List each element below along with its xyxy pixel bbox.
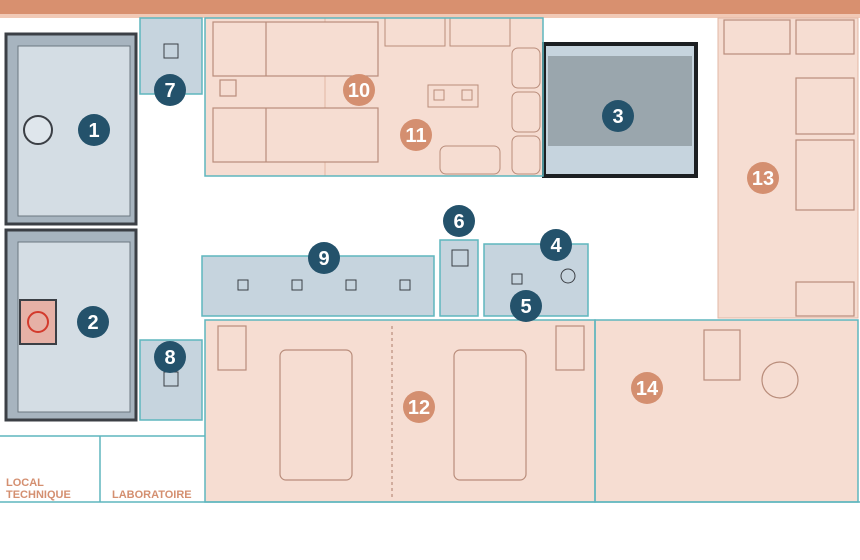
room-marker-circle	[78, 114, 110, 146]
room-marker-number: 9	[318, 248, 329, 270]
room-3-frame	[542, 42, 698, 178]
room-marker-circle	[747, 162, 779, 194]
room-marker-number: 2	[87, 312, 98, 334]
room-7-fixture	[163, 43, 179, 59]
room-marker-7: 7	[154, 74, 186, 106]
room-6-area	[439, 239, 479, 317]
room-marker-3: 3	[602, 100, 634, 132]
room-marker-number: 11	[405, 125, 426, 147]
room-marker-12: 12	[403, 391, 435, 423]
room-marker-number: 5	[520, 296, 531, 318]
room-marker-circle	[510, 290, 542, 322]
bed-top	[212, 21, 379, 77]
room-marker-circle	[154, 74, 186, 106]
room-marker-9: 9	[308, 242, 340, 274]
room-marker-circle	[602, 100, 634, 132]
room-marker-6: 6	[443, 205, 475, 237]
room-marker-number: 3	[612, 106, 623, 128]
room-marker-14: 14	[631, 372, 663, 404]
room-12-area	[204, 319, 596, 503]
room-marker-circle	[400, 119, 432, 151]
room-marker-circle	[77, 306, 109, 338]
bed-bottom	[212, 107, 379, 163]
local-technique-label-2: TECHNIQUE	[6, 489, 71, 501]
room-marker-11: 11	[400, 119, 432, 151]
walls	[0, 17, 860, 503]
top-band-light	[0, 14, 860, 18]
laboratoire-label: LABORATOIRE	[112, 489, 192, 501]
room-marker-circle	[154, 341, 186, 373]
local-technique-label-1: LOCAL	[6, 477, 44, 489]
room-marker-13: 13	[747, 162, 779, 194]
room-marker-number: 7	[164, 80, 175, 102]
room-marker-number: 10	[348, 80, 370, 102]
room-marker-number: 8	[164, 347, 175, 369]
room-marker-1: 1	[78, 114, 110, 146]
room-2-heater	[19, 299, 57, 345]
room-marker-number: 4	[550, 235, 562, 257]
room-marker-2: 2	[77, 306, 109, 338]
room-13-furniture	[723, 19, 855, 317]
room-marker-8: 8	[154, 341, 186, 373]
blue-rooms	[4, 32, 138, 422]
room-marker-5: 5	[510, 290, 542, 322]
room-marker-10: 10	[343, 74, 375, 106]
room-12-furniture	[217, 325, 585, 500]
room-marker-number: 6	[453, 211, 464, 233]
room-marker-circle	[631, 372, 663, 404]
room-marker-number: 12	[408, 397, 430, 419]
room-14-furniture	[703, 329, 799, 399]
room-marker-number: 14	[636, 378, 659, 400]
room-marker-circle	[443, 205, 475, 237]
room-marker-circle	[308, 242, 340, 274]
room-marker-number: 13	[752, 168, 774, 190]
room-marker-number: 1	[88, 120, 99, 142]
floor-drain-10	[219, 79, 237, 97]
room-marker-circle	[540, 229, 572, 261]
room-marker-4: 4	[540, 229, 572, 261]
room-marker-circle	[403, 391, 435, 423]
room-1-drain	[23, 115, 53, 145]
room-9-fixtures	[237, 249, 576, 291]
room-10-furniture	[212, 21, 379, 163]
room-11-furniture	[384, 17, 541, 175]
room-marker-circle	[343, 74, 375, 106]
top-band	[0, 0, 860, 14]
